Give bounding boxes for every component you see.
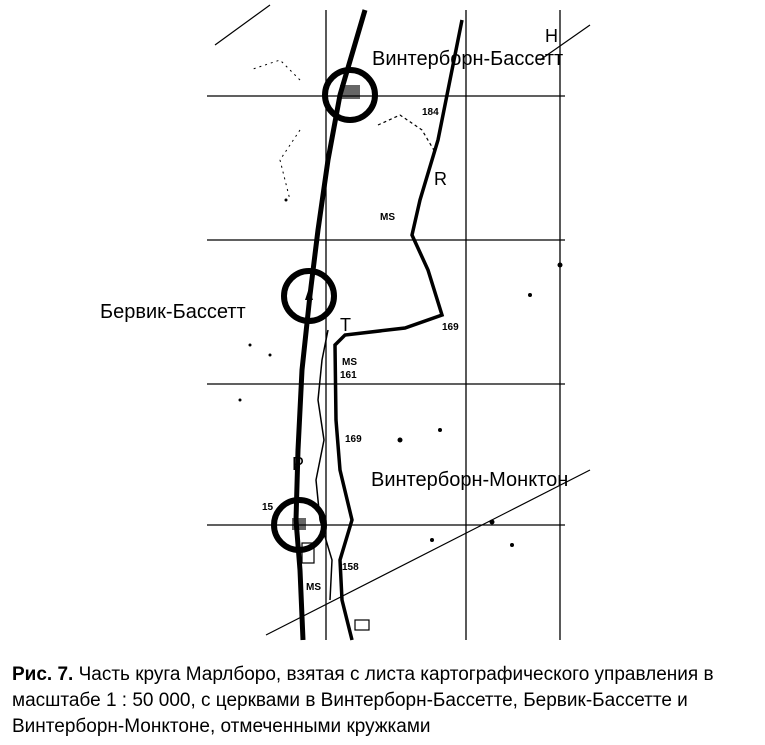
- figure-caption-text: Часть круга Марлборо, взятая с листа кар…: [12, 664, 714, 737]
- spot-height: 161: [340, 370, 357, 381]
- spot-height: 15: [262, 502, 274, 513]
- spot-height: 158: [342, 562, 359, 573]
- place-label: Винтерборн-Бассетт: [372, 48, 563, 70]
- figure-caption: Рис. 7. Часть круга Марлборо, взятая с л…: [12, 662, 760, 740]
- secondary-road: [333, 19, 464, 641]
- church-circle-winterbourne-monkton: [271, 497, 327, 553]
- place-label: Винтерборн-Монктон: [371, 469, 568, 491]
- stream: [315, 329, 333, 601]
- map-letter: P: [292, 454, 304, 474]
- milestone-label: MS: [306, 582, 321, 593]
- milestone-label: MS: [342, 357, 357, 368]
- footpath-2: [249, 59, 301, 201]
- church-circle-winterbourne-bassett: [322, 67, 378, 123]
- diagonal-tracks: [214, 4, 591, 636]
- map-symbols: [238, 198, 563, 631]
- place-label: Бервик-Бассетт: [100, 301, 246, 323]
- spot-height: 169: [442, 322, 459, 333]
- map: Винтерборн-Бассетт Бервик-Бассетт Винтер…: [100, 4, 591, 641]
- figure-caption-label: Рис. 7.: [12, 664, 74, 685]
- map-letter: T: [340, 315, 351, 335]
- main-road: [293, 9, 368, 641]
- milestone-label: MS: [380, 212, 395, 223]
- spot-height: 184: [422, 107, 439, 118]
- footpath: [377, 114, 436, 171]
- map-letter: H: [545, 26, 558, 46]
- spot-height: 169: [345, 434, 362, 445]
- church-circle-berwick-bassett: [281, 268, 337, 324]
- map-letter: R: [434, 169, 447, 189]
- grid-lines: [207, 10, 565, 640]
